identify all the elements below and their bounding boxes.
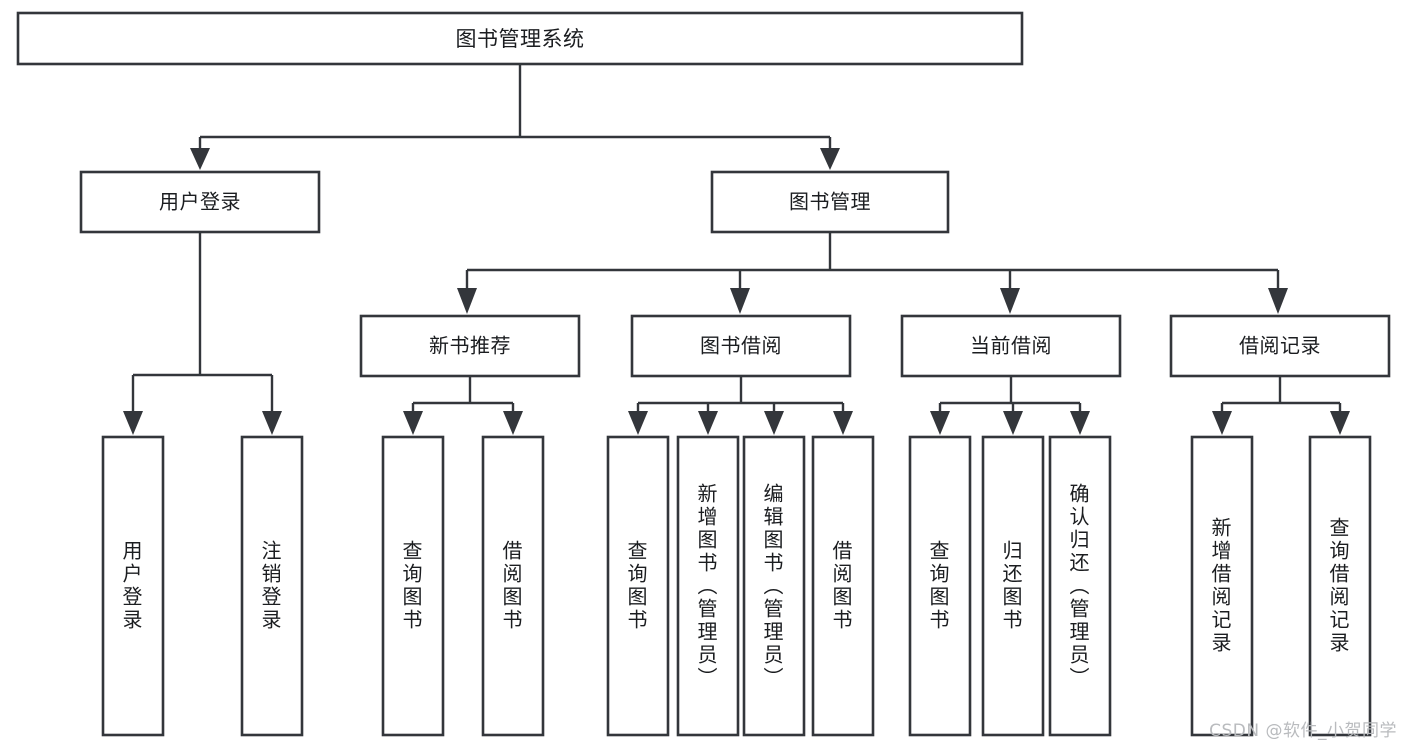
leaf-node[interactable]: [1048, 435, 1112, 737]
leaf-node[interactable]: [1308, 435, 1372, 737]
node-new-book-recommend[interactable]: 新书推荐: [359, 314, 581, 378]
leaf-node-rects: [101, 435, 1372, 737]
connector-bookborrow-to-leaves: [628, 376, 853, 435]
node-root[interactable]: 图书管理系统: [16, 11, 1024, 66]
node-user-login[interactable]: 用户登录: [79, 170, 321, 234]
node-borrow-record[interactable]: 借阅记录: [1169, 314, 1391, 378]
leaf-node[interactable]: [981, 435, 1045, 737]
leaf-node[interactable]: [811, 435, 875, 737]
node-book-manage[interactable]: 图书管理: [710, 170, 950, 234]
node-borrow-record-label: 借阅记录: [1239, 334, 1321, 358]
node-root-label: 图书管理系统: [456, 27, 585, 51]
leaf-node[interactable]: [1190, 435, 1254, 737]
leaf-node[interactable]: [908, 435, 972, 737]
connector-root-to-level2: [190, 64, 840, 170]
leaf-node[interactable]: [240, 435, 304, 737]
connector-newbook-to-leaves: [403, 376, 523, 435]
leaf-node[interactable]: [101, 435, 165, 737]
node-current-borrow-label: 当前借阅: [970, 334, 1052, 358]
leaf-node[interactable]: [481, 435, 545, 737]
connector-currentborrow-to-leaves: [930, 376, 1090, 435]
leaf-node[interactable]: [742, 435, 806, 737]
node-book-borrow[interactable]: 图书借阅: [630, 314, 852, 378]
leaf-node[interactable]: [676, 435, 740, 737]
connector-borrowrecord-to-leaves: [1212, 376, 1350, 435]
node-book-manage-label: 图书管理: [789, 190, 871, 214]
leaf-node[interactable]: [381, 435, 445, 737]
connector-userlogin-to-leaves: [123, 232, 282, 435]
node-new-book-recommend-label: 新书推荐: [429, 334, 511, 358]
watermark-text: CSDN @软件_小贺同学: [1209, 721, 1397, 741]
connector-bookmanage-to-level3: [457, 232, 1288, 314]
leaf-node[interactable]: [606, 435, 670, 737]
node-current-borrow[interactable]: 当前借阅: [900, 314, 1122, 378]
node-user-login-label: 用户登录: [159, 190, 241, 214]
node-book-borrow-label: 图书借阅: [700, 334, 782, 358]
